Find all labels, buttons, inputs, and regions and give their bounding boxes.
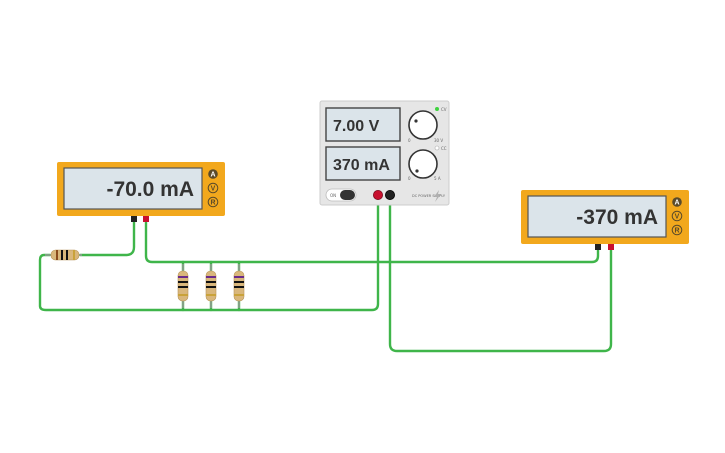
right-multimeter[interactable]: -370 mA A V R — [521, 190, 689, 250]
wire-supply-black-to-right-meter-red[interactable] — [388, 194, 613, 353]
left-meter-probe-red[interactable] — [143, 216, 149, 222]
svg-text:R: R — [210, 200, 215, 207]
svg-text:A: A — [674, 200, 679, 207]
right-meter-probe-black[interactable] — [595, 244, 601, 250]
current-display-value: 370 mA — [333, 157, 390, 174]
voltage-display-value: 7.00 V — [333, 118, 380, 135]
wire-resistor-to-bottom-bus[interactable] — [38, 194, 380, 312]
parallel-resistor-3[interactable] — [233, 264, 245, 308]
cv-indicator: CV — [435, 107, 447, 112]
svg-text:CV: CV — [441, 107, 447, 112]
svg-text:V: V — [675, 214, 680, 221]
right-meter-mode-r[interactable]: R — [671, 224, 683, 236]
svg-text:A: A — [210, 172, 215, 179]
series-resistor[interactable] — [45, 249, 82, 261]
lightning-icon — [434, 190, 441, 202]
right-meter-mode-a[interactable]: A — [672, 197, 682, 207]
left-meter-mode-v[interactable]: V — [207, 182, 219, 194]
svg-text:ON: ON — [330, 193, 336, 198]
voltage-knob-max: 30 V — [434, 138, 443, 143]
voltage-knob[interactable] — [408, 110, 438, 140]
left-meter-mode-a[interactable]: A — [208, 169, 218, 179]
wire-left-meter-red-to-right-meter-black[interactable] — [144, 218, 600, 264]
svg-text:V: V — [211, 186, 216, 193]
power-toggle-switch[interactable]: ON — [325, 188, 357, 202]
current-knob-min: 0 — [408, 176, 411, 181]
left-meter-reading: -70.0 mA — [106, 178, 194, 201]
left-multimeter[interactable]: -70.0 mA A V R — [57, 162, 225, 222]
wire-left-meter-black-to-resistor[interactable] — [78, 218, 136, 257]
parallel-resistor-2[interactable] — [205, 264, 217, 308]
right-meter-mode-v[interactable]: V — [671, 210, 683, 222]
supply-terminal-negative[interactable] — [384, 189, 395, 200]
voltage-knob-min: 0 — [408, 138, 411, 143]
right-meter-probe-red[interactable] — [608, 244, 614, 250]
svg-text:R: R — [674, 228, 679, 235]
voltage-display — [325, 107, 401, 142]
left-meter-mode-r[interactable]: R — [207, 196, 219, 208]
left-meter-probe-black[interactable] — [131, 216, 137, 222]
current-display — [325, 146, 401, 181]
supply-terminal-positive[interactable] — [372, 189, 383, 200]
current-knob-max: 5 A — [434, 176, 441, 181]
parallel-resistor-1[interactable] — [177, 264, 189, 308]
svg-text:CC: CC — [441, 146, 447, 151]
current-knob[interactable] — [408, 149, 438, 179]
supply-brand-text: DC POWER SUPPLY — [412, 194, 446, 198]
power-supply[interactable]: 7.00 V 370 mA 0 30 V 0 5 A CV CC ON — [319, 100, 450, 206]
cc-indicator: CC — [434, 145, 447, 151]
right-meter-reading: -370 mA — [576, 206, 658, 229]
